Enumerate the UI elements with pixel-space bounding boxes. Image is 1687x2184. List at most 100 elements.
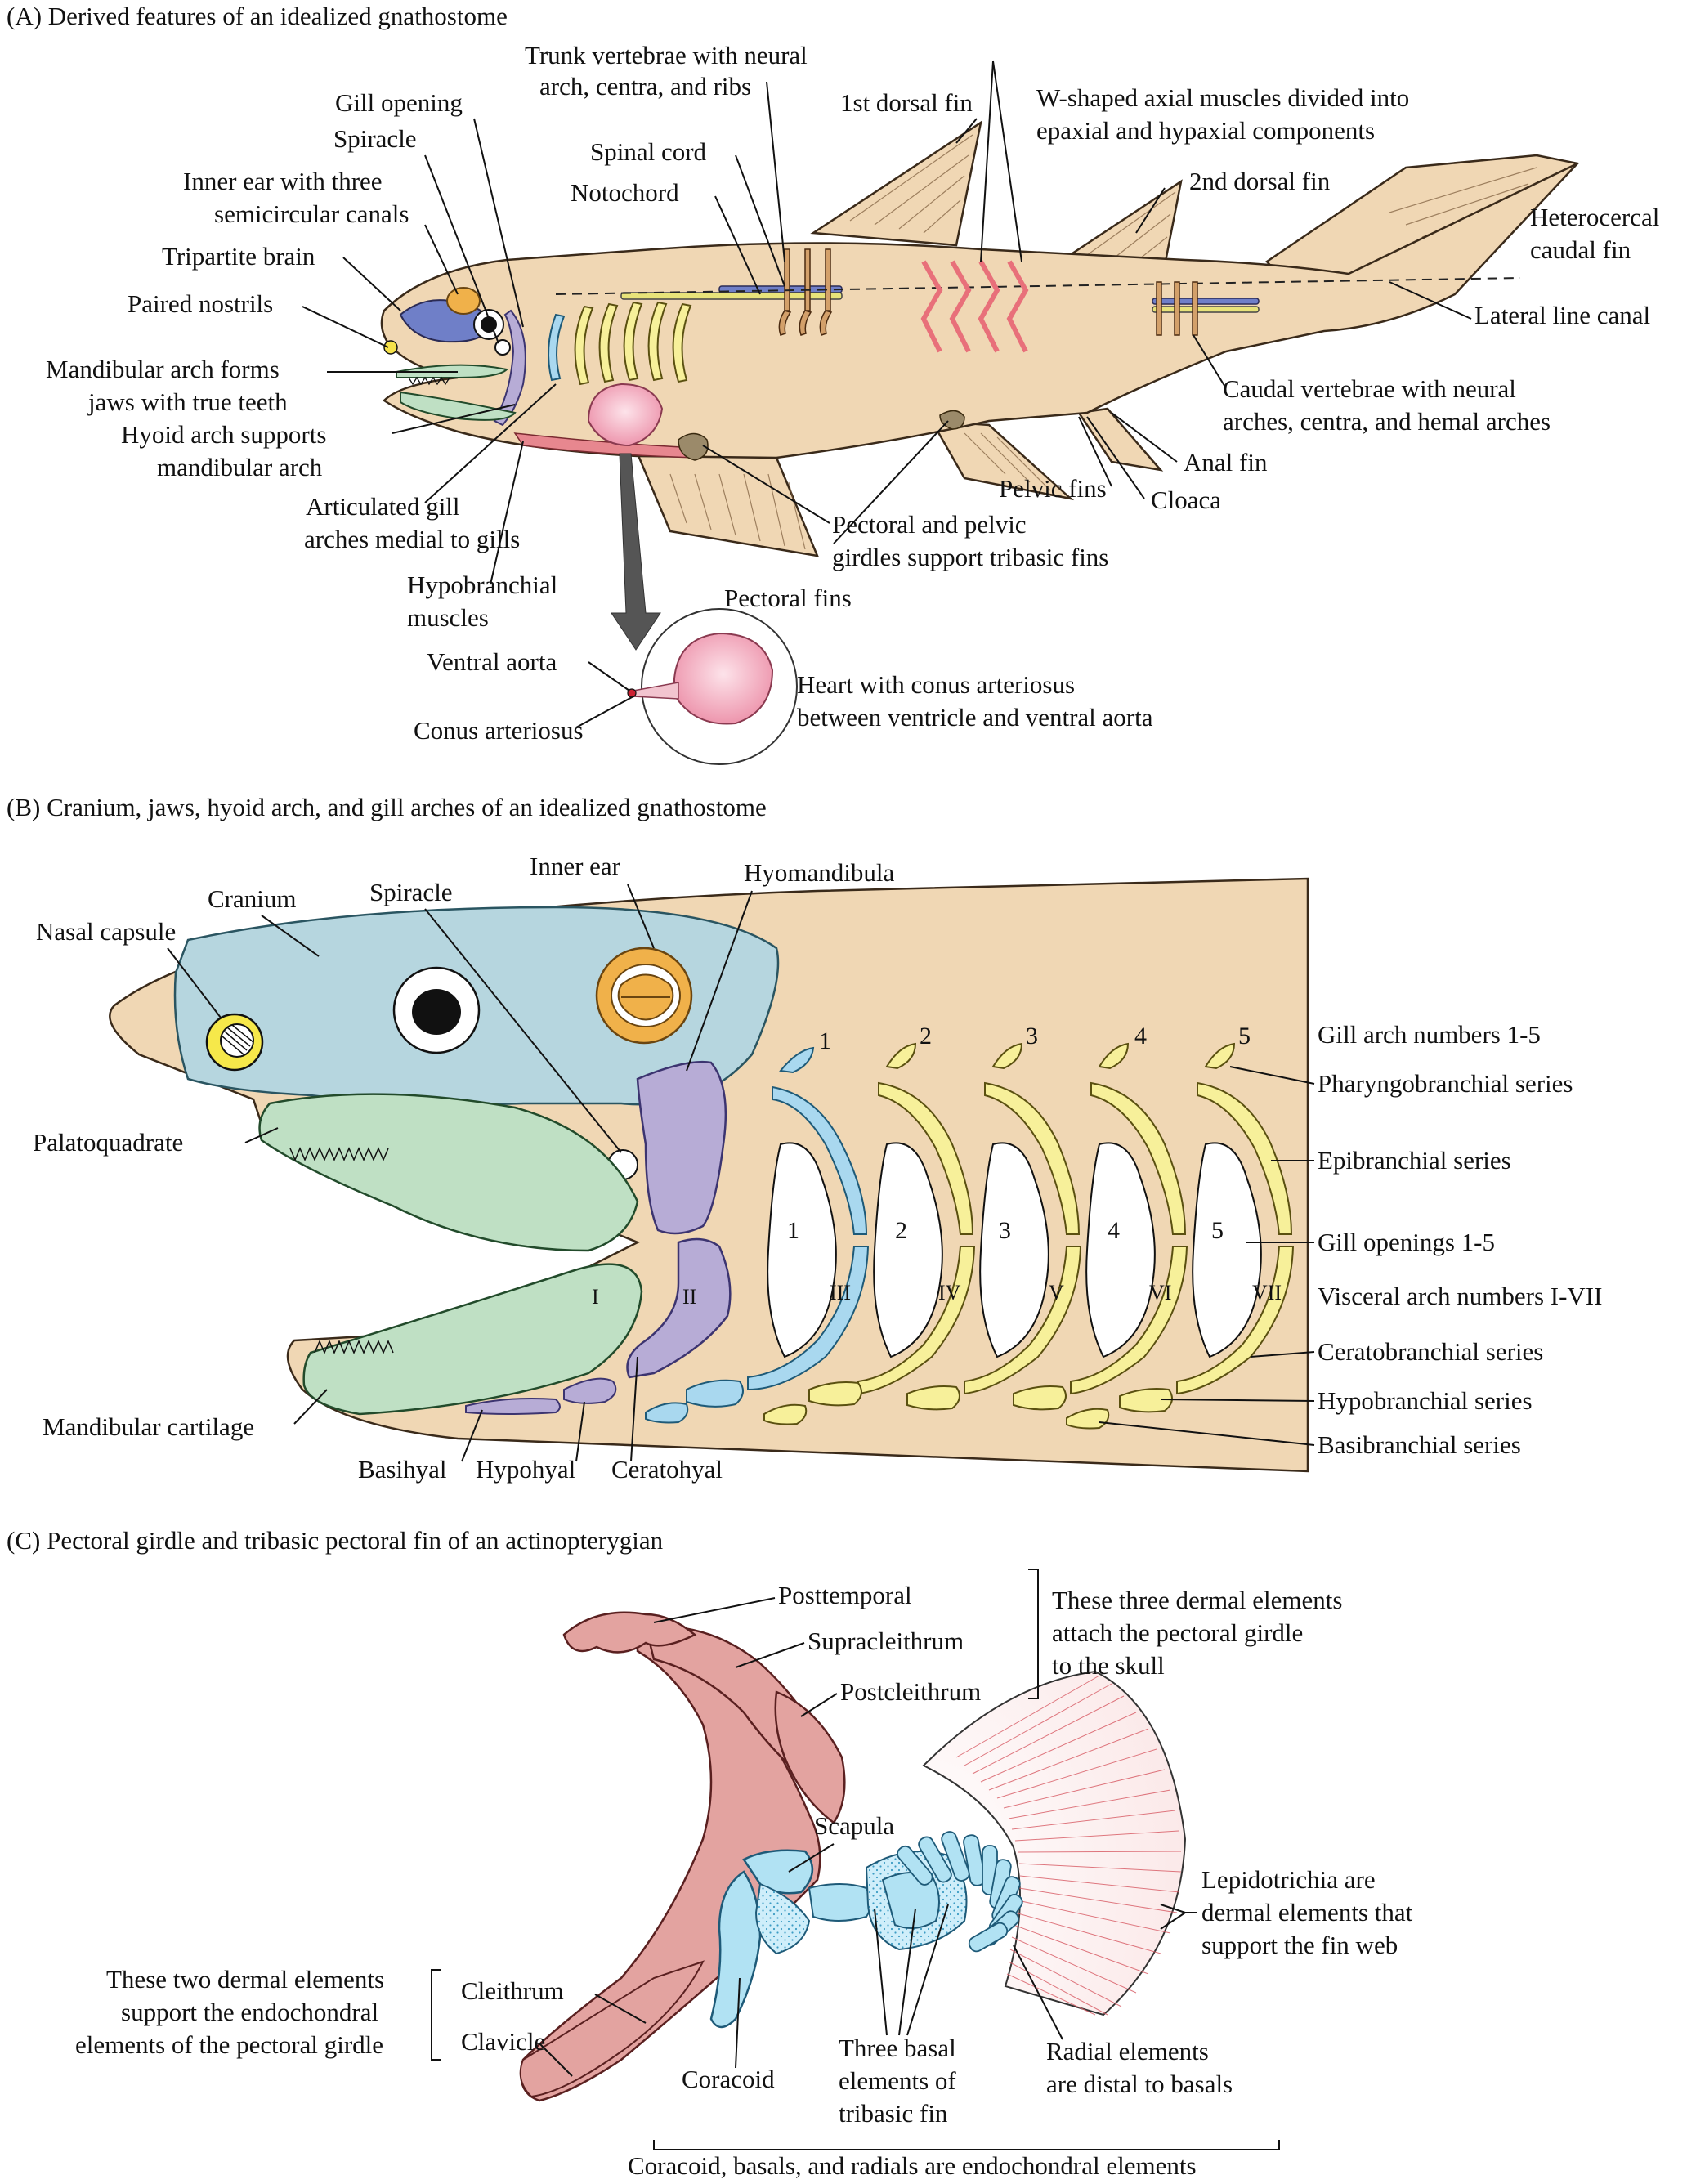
anal-fin (1076, 407, 1164, 472)
label-second-dorsal: 2nd dorsal fin (1189, 167, 1331, 195)
label-pectoral-fins: Pectoral fins (724, 584, 852, 612)
lateral-line-a (555, 277, 1521, 295)
label-paired-nostrils: Paired nostrils (128, 289, 273, 318)
panel-b-title: (B) Cranium, jaws, hyoid arch, and gill … (7, 793, 767, 821)
panel-a-leaders (302, 60, 1472, 728)
shark-body (380, 162, 1578, 459)
label-hypobranchial: Hypobranchial series (1318, 1386, 1533, 1415)
label-three-basal-3: tribasic fin (839, 2099, 948, 2128)
epibranchial-1 (772, 1085, 868, 1235)
label-three-basal-2: elements of (839, 2066, 956, 2095)
label-girdles-1: Pectoral and pelvic (832, 510, 1027, 539)
label-inner-ear-1: Inner ear with three (183, 167, 383, 195)
roman-2: II (682, 1285, 696, 1309)
gill-opening-1-b (767, 1142, 837, 1358)
caudal-vertebrae-a (1156, 281, 1198, 336)
label-ceratobranchial: Ceratobranchial series (1318, 1337, 1543, 1366)
trunk-vertebrae-a (778, 248, 833, 336)
pelvic-girdle-a (939, 410, 965, 430)
panel-a-title: (A) Derived features of an idealized gna… (7, 2, 508, 30)
roman-5: V (1049, 1281, 1064, 1305)
nostril-a (383, 340, 398, 355)
label-nasal-capsule: Nasal capsule (36, 917, 176, 946)
label-conus: Conus arteriosus (414, 716, 584, 745)
palatoquadrate-b (258, 1093, 639, 1252)
label-basihyal: Basihyal (358, 1455, 447, 1484)
ear-canals-b (617, 973, 674, 1021)
inner-ear-a (446, 287, 481, 315)
hyomandibula-b (636, 1060, 727, 1235)
label-ceratohyal: Ceratohyal (611, 1455, 723, 1484)
roman-6: VI (1149, 1281, 1171, 1305)
w-muscles-a (920, 260, 1029, 353)
label-hyomandibula: Hyomandibula (744, 858, 894, 887)
hyoid-a (493, 309, 526, 427)
label-postcleithrum: Postcleithrum (840, 1677, 981, 1706)
label-trunk-vertebrae-2: arch, centra, and ribs (539, 72, 751, 101)
label-inner-ear-2: semicircular canals (214, 199, 409, 228)
panel-c-brackets (431, 1569, 1280, 2150)
label-lateral-line: Lateral line canal (1474, 301, 1650, 329)
opening-number-1: 1 (787, 1217, 799, 1244)
opening-numbers-b: 1 2 3 4 5 (787, 1217, 1224, 1244)
label-inner-ear-b: Inner ear (530, 852, 621, 880)
label-epibranchial: Epibranchial series (1318, 1146, 1511, 1175)
label-posttemporal: Posttemporal (778, 1581, 912, 1609)
label-girdles-2: girdles support tribasic fins (832, 543, 1108, 571)
label-two-dermal-1: These two dermal elements (106, 1965, 384, 1994)
basal-3-c (881, 1872, 940, 1929)
label-heart-1: Heart with conus arteriosus (797, 670, 1075, 699)
radials-c (897, 1831, 1023, 1953)
label-trunk-vertebrae-1: Trunk vertebrae with neural (525, 41, 808, 69)
label-endochondral: Coracoid, basals, and radials are endoch… (628, 2151, 1197, 2180)
label-visceral-arch: Visceral arch numbers I-VII (1318, 1282, 1602, 1310)
caudal-notochord-a (1152, 306, 1260, 313)
label-gill-arch-numbers: Gill arch numbers 1-5 (1318, 1020, 1541, 1049)
label-basibranchial: Basibranchial series (1318, 1430, 1521, 1459)
postcleithrum-c (774, 1690, 846, 1824)
basal-1-c (808, 1883, 871, 1922)
label-heterocercal-1: Heterocercal (1530, 203, 1659, 231)
arch-number-2: 2 (920, 1023, 932, 1049)
label-hypohyal: Hypohyal (476, 1455, 575, 1484)
panel-a-labels: Trunk vertebrae with neural arch, centra… (46, 41, 1659, 745)
upper-teeth-b (289, 1147, 389, 1161)
label-notochord: Notochord (571, 178, 679, 207)
label-mandibular-1: Mandibular arch forms (46, 355, 280, 383)
label-heterocercal-2: caudal fin (1530, 235, 1631, 264)
label-supracleithrum: Supracleithrum (808, 1627, 964, 1655)
mandibular-cartilage-b (302, 1263, 643, 1416)
label-three-dermal-1: These three dermal elements (1052, 1586, 1342, 1614)
label-clavicle: Clavicle (461, 2027, 545, 2056)
label-lepido-1: Lepidotrichia are (1201, 1865, 1376, 1894)
label-spinal-cord: Spinal cord (590, 137, 707, 166)
label-caudal-vert-2: arches, centra, and hemal arches (1223, 407, 1551, 436)
pharyngobranchial-1 (779, 1046, 815, 1074)
teeth-a (408, 376, 450, 386)
pectoral-girdle-a (678, 432, 709, 461)
roman-numerals-b: I II III IV V VI VII (592, 1281, 1282, 1309)
lower-teeth-b (314, 1340, 394, 1354)
label-pelvic-fins: Pelvic fins (999, 474, 1107, 503)
ceratobranchial-1 (747, 1246, 870, 1391)
hypohyal-b (563, 1377, 617, 1404)
nasal-lamellae-b (222, 1024, 254, 1055)
label-three-basal-1: Three basal (839, 2034, 956, 2062)
arch-number-3: 3 (1026, 1023, 1038, 1049)
label-cleithrum: Cleithrum (461, 1976, 564, 2005)
label-heart-2: between ventricle and ventral aorta (797, 703, 1153, 732)
lepidotrichia-rays (955, 1675, 1182, 2016)
label-first-dorsal: 1st dorsal fin (840, 88, 973, 117)
label-coracoid: Coracoid (682, 2065, 775, 2093)
label-hyoid-1: Hyoid arch supports (121, 420, 326, 449)
label-tripartite-brain: Tripartite brain (162, 242, 315, 271)
label-two-dermal-2: support the endochondral (121, 1998, 378, 2026)
panel-a: (A) Derived features of an idealized gna… (7, 2, 1659, 765)
label-scapula: Scapula (814, 1811, 894, 1840)
roman-7: VII (1252, 1281, 1282, 1305)
label-gill-opening: Gill opening (335, 88, 463, 117)
arch-3 (906, 1042, 1082, 1411)
label-cranium: Cranium (208, 884, 297, 913)
panel-b-labels: Inner ear Hyomandibula Cranium Spiracle … (33, 852, 1602, 1484)
